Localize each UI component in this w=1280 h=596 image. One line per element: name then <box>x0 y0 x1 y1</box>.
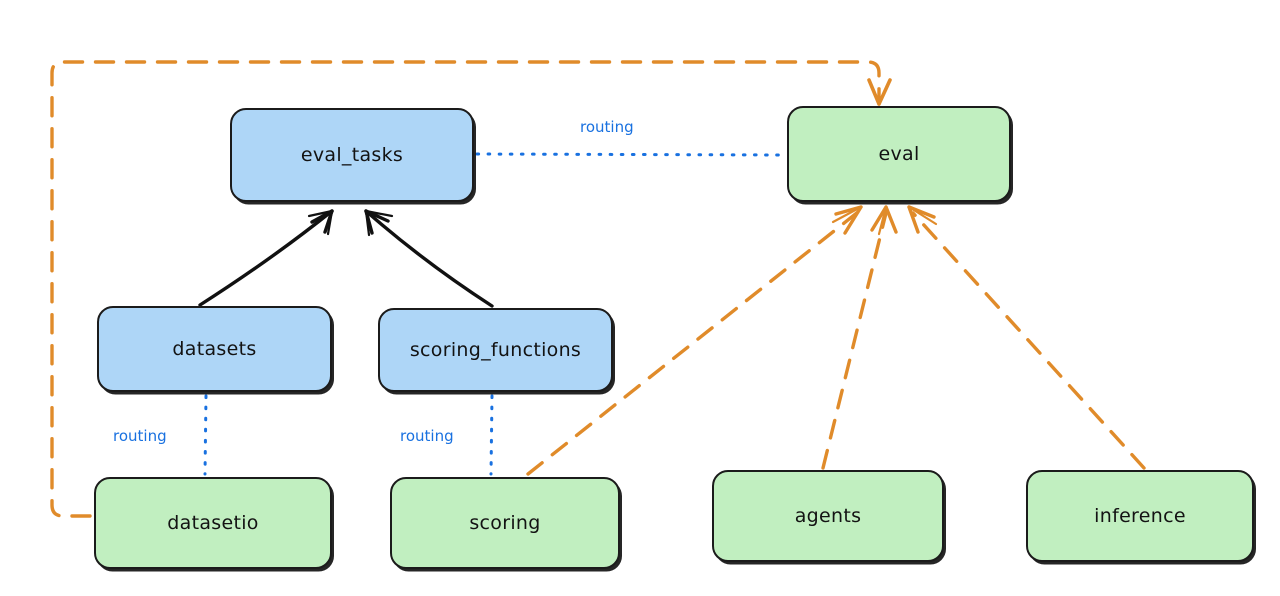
edge-datasetio-eval <box>50 60 892 518</box>
node-datasetio[interactable]: datasetio <box>94 477 332 569</box>
edge-datasets-datasetio <box>203 394 208 476</box>
edge-agents-eval <box>821 205 898 470</box>
edge-label-routing-scoring: routing <box>400 427 454 445</box>
node-inference[interactable]: inference <box>1026 470 1254 562</box>
node-scoring[interactable]: scoring <box>390 477 620 569</box>
node-agents[interactable]: agents <box>712 470 944 562</box>
node-label: datasets <box>172 338 257 360</box>
node-eval-tasks[interactable]: eval_tasks <box>230 108 474 202</box>
node-label: inference <box>1094 505 1186 527</box>
node-eval[interactable]: eval <box>787 106 1011 202</box>
edge-scoring_functions-scoring <box>489 394 494 476</box>
edge-eval_tasks-eval <box>475 152 785 157</box>
edge-inference-eval <box>907 205 1146 470</box>
node-label: scoring_functions <box>409 339 582 361</box>
edge-scoring_functions-eval_tasks <box>364 209 494 308</box>
node-label: scoring <box>469 512 541 534</box>
node-label: eval <box>878 143 920 165</box>
edge-label-routing-datasets: routing <box>113 427 167 445</box>
edge-label-routing-eval: routing <box>580 118 634 136</box>
edge-datasets-eval_tasks <box>198 209 334 307</box>
edge-scoring-eval <box>526 205 863 476</box>
node-datasets[interactable]: datasets <box>97 306 332 392</box>
node-label: eval_tasks <box>300 144 404 166</box>
node-label: agents <box>794 505 862 527</box>
node-scoring-functions[interactable]: scoring_functions <box>378 308 613 392</box>
node-label: datasetio <box>167 512 259 534</box>
